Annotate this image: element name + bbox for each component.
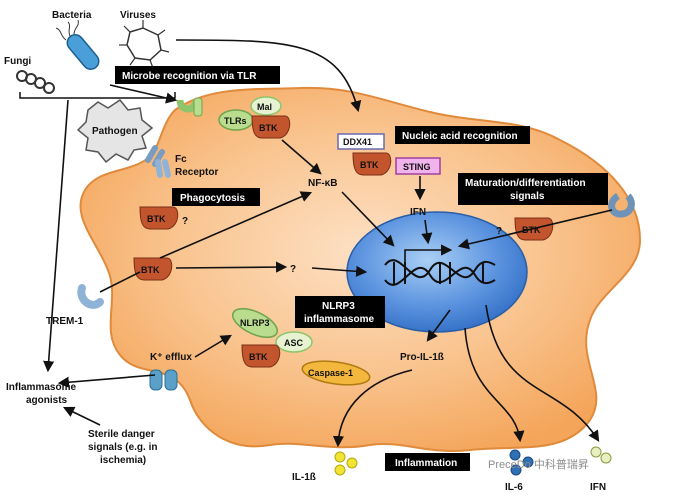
arrows xyxy=(43,39,613,448)
bacteria-icon xyxy=(55,19,100,70)
maturation-label-line1: Maturation/differentiation xyxy=(465,178,586,189)
fungi-label: Fungi xyxy=(4,56,31,67)
sting-box xyxy=(395,157,441,175)
transcription-arrow xyxy=(404,244,453,262)
maturation-label-line2: signals xyxy=(510,191,545,202)
trem1-label: TREM-1 xyxy=(46,316,84,327)
microbe-recognition-label: Microbe recognition via TLR xyxy=(122,71,257,82)
tlr-receptor-icon xyxy=(176,97,203,117)
nlrp3-box-line1: NLRP3 xyxy=(322,301,355,312)
il6-molecules-icon xyxy=(509,449,534,476)
ddx41-label: DDX41 xyxy=(343,137,372,147)
maturation-receptor-icon xyxy=(608,193,635,218)
btk-ddx41-node xyxy=(352,152,392,176)
fc-receptor-icon xyxy=(145,145,171,178)
mal-label: Mal xyxy=(257,102,272,112)
sterile-line1: Sterile danger xyxy=(88,429,155,440)
bacteria-label: Bacteria xyxy=(52,10,92,21)
btk-trem1-node xyxy=(133,257,173,281)
mal-node xyxy=(250,96,282,116)
btk-inflammasome-label: BTK xyxy=(249,352,268,362)
nlrp3-node xyxy=(232,308,278,338)
sterile-line2: signals (e.g. in xyxy=(88,442,157,453)
watermark: PreceDo 中科普瑞昇 xyxy=(488,457,589,471)
nfkb-label: NF-κB xyxy=(308,178,337,189)
fungi-icon xyxy=(16,70,55,94)
caspase1-label: Caspase-1 xyxy=(308,368,353,378)
inflammation-label: Inflammation xyxy=(395,458,457,469)
btk-phagocytosis-node xyxy=(139,206,179,230)
caspase1-node xyxy=(301,360,371,386)
il1b-molecules-icon xyxy=(334,451,358,476)
ifn-label: IFN xyxy=(410,207,426,218)
nucleic-acid-box xyxy=(395,126,530,144)
tlrs-label: TLRs xyxy=(224,116,247,126)
nlrp3-box xyxy=(295,296,385,328)
pathogen-icon xyxy=(76,98,154,164)
maturation-box xyxy=(458,173,608,205)
pro-il1b-label: Pro-IL-1ß xyxy=(400,352,444,363)
nucleic-acid-label: Nucleic acid recognition xyxy=(402,131,518,142)
k-efflux-label: K⁺ efflux xyxy=(150,352,192,363)
nlrp3-label: NLRP3 xyxy=(240,318,270,328)
btk-phagocytosis-label: BTK xyxy=(147,214,166,224)
viruses-label: Viruses xyxy=(120,10,156,21)
trem1-receptor-icon xyxy=(77,284,104,309)
btk-trem1-label: BTK xyxy=(141,265,160,275)
pathogen-label: Pathogen xyxy=(92,126,138,137)
nlrp3-box-line2: inflammasome xyxy=(304,314,374,325)
ifn-molecules-icon xyxy=(590,446,612,464)
phagocytosis-question-mark: ? xyxy=(182,216,188,227)
sting-label: STING xyxy=(403,162,431,172)
asc-node xyxy=(275,331,313,353)
microbe-recognition-box xyxy=(115,66,280,84)
btk-tlr-label: BTK xyxy=(259,123,278,133)
ifn-output-label: IFN xyxy=(590,482,606,493)
phagocytosis-box xyxy=(172,188,260,206)
btk-ddx41-label: BTK xyxy=(360,160,379,170)
btk-tlr-node xyxy=(251,115,291,139)
asc-label: ASC xyxy=(284,338,304,348)
phagocytosis-label: Phagocytosis xyxy=(180,193,245,204)
virus-icon xyxy=(119,20,170,69)
ddx41-box xyxy=(337,133,385,150)
btk-maturation-label: BTK xyxy=(522,225,541,235)
agonists-line1: Inflammasome xyxy=(6,382,76,393)
trem1-question-mark: ? xyxy=(290,264,296,275)
dna-icon xyxy=(384,259,496,286)
fc-label-line1: Fc xyxy=(175,154,187,165)
maturation-question-mark: ? xyxy=(496,226,502,237)
inflammation-box xyxy=(385,453,470,471)
btk-inflammasome-node xyxy=(241,344,281,368)
fc-label-line2: Receptor xyxy=(175,167,218,178)
sterile-line3: ischemia) xyxy=(100,455,146,466)
il1b-output-label: IL-1ß xyxy=(292,472,316,483)
agonists-line2: agonists xyxy=(26,395,68,406)
il6-output-label: IL-6 xyxy=(505,482,523,493)
